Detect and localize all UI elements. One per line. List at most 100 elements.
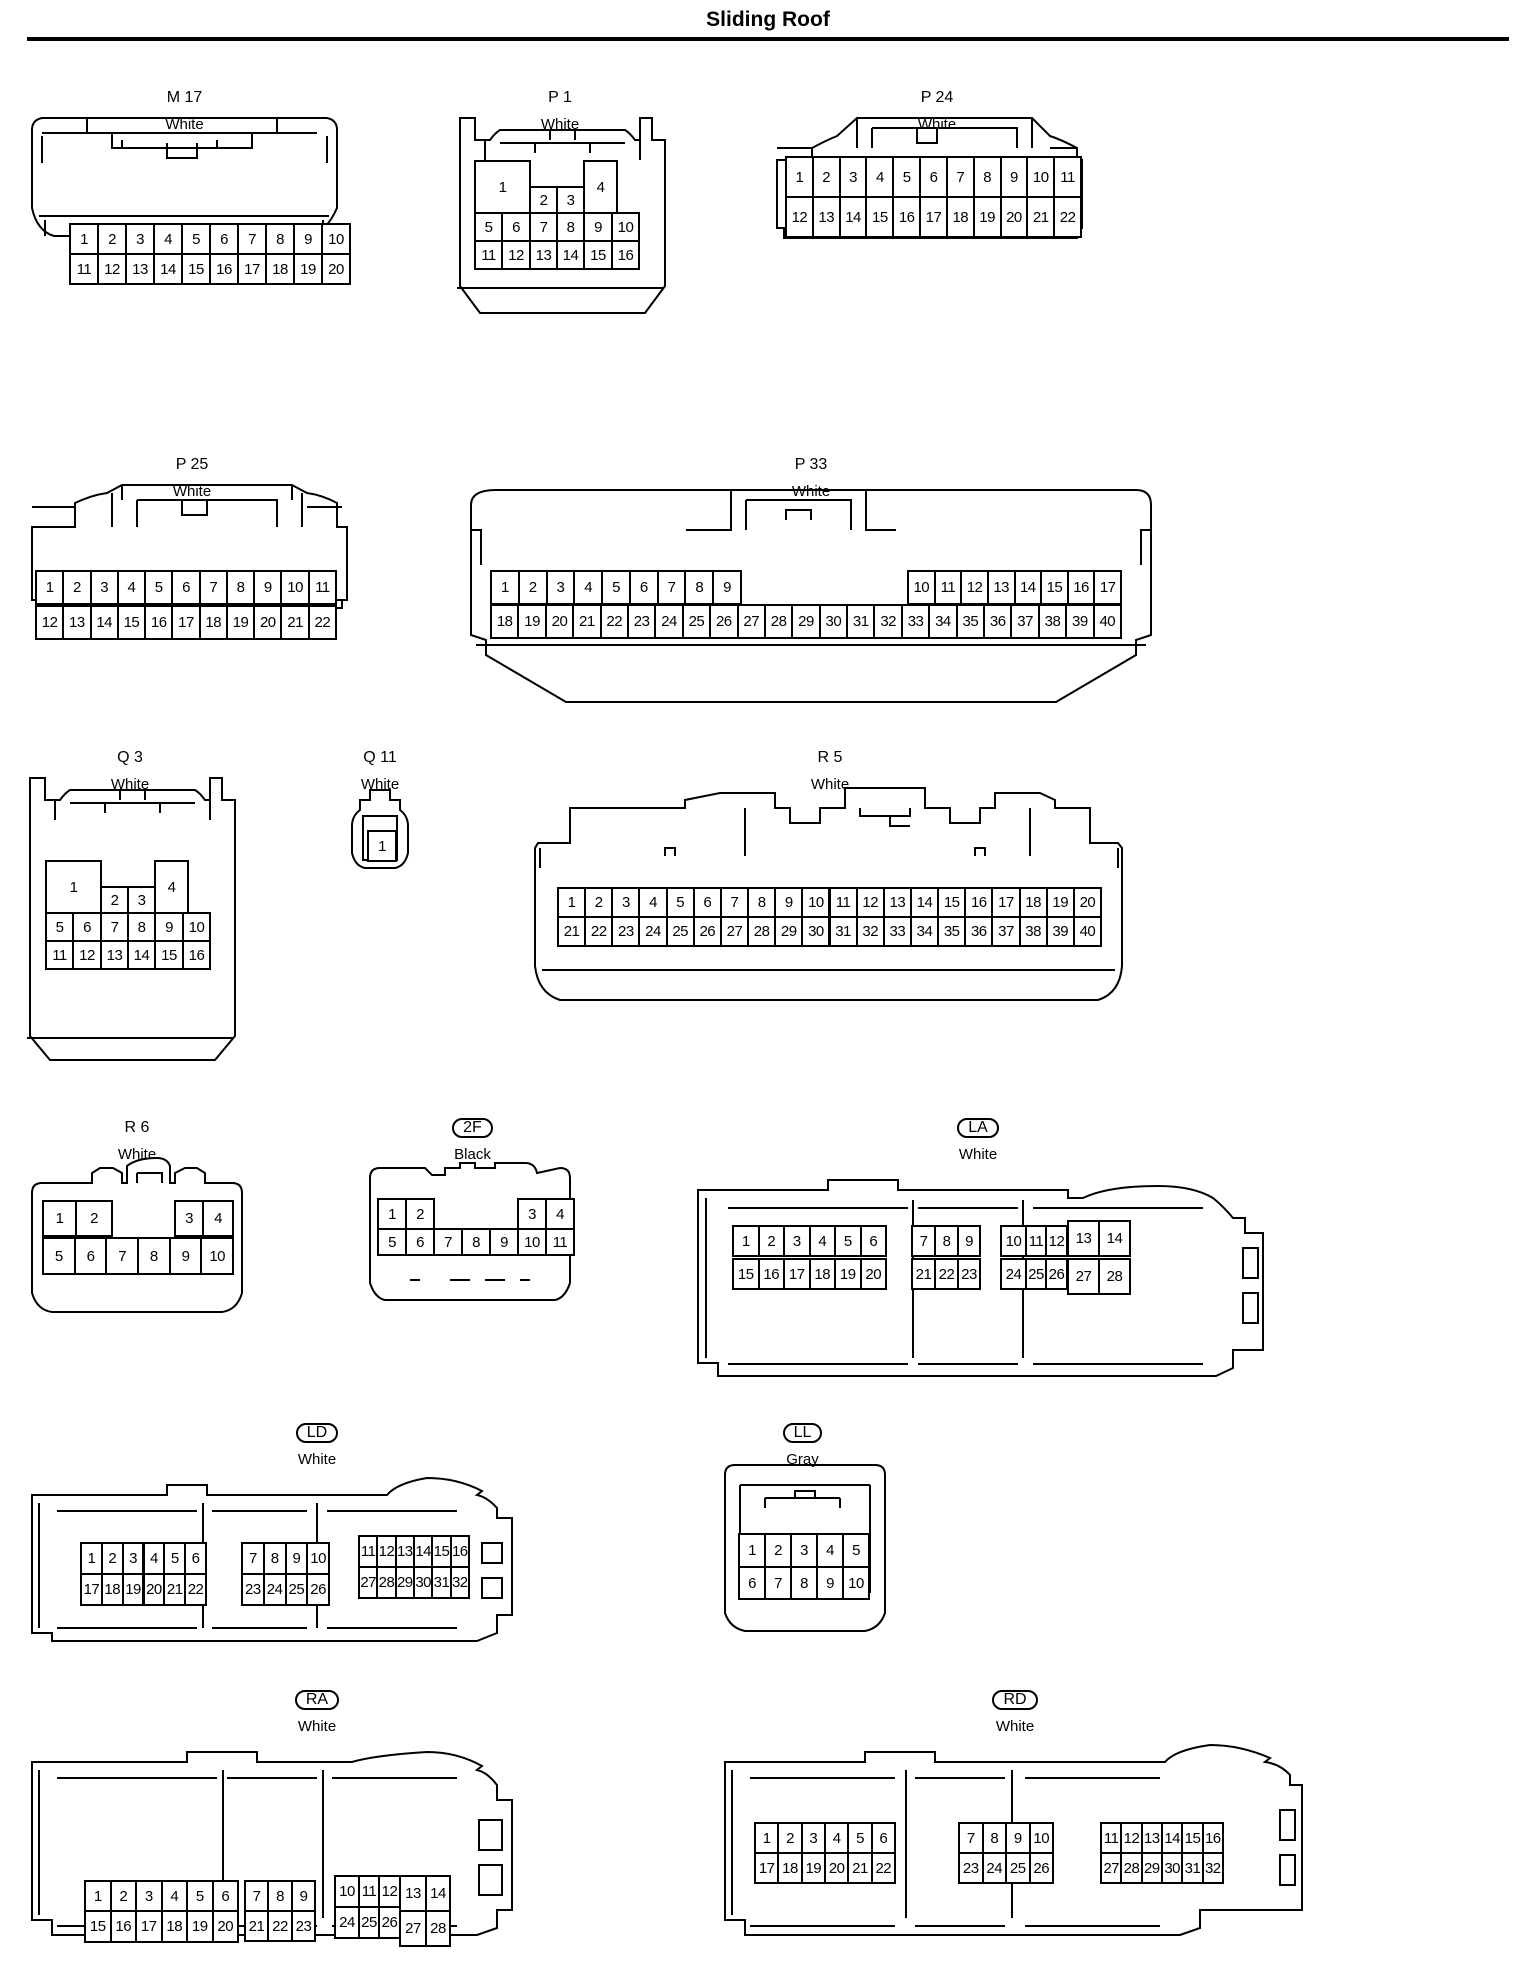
pin-36: 36	[983, 604, 1013, 639]
connector-id-oval: RA	[294, 1690, 340, 1710]
pin-11: 11	[307, 570, 337, 605]
pin-7: 7	[244, 1880, 269, 1912]
pin-23: 23	[957, 1258, 981, 1290]
pin-4: 4	[545, 1198, 575, 1230]
pin-5: 5	[181, 223, 211, 255]
pin-12: 12	[376, 1535, 397, 1568]
pin-2: 2	[811, 156, 841, 198]
pin-7: 7	[719, 887, 750, 918]
pin-30: 30	[413, 1566, 434, 1599]
pin-13: 13	[394, 1535, 415, 1568]
pin-1: 1	[42, 1200, 77, 1237]
pin-9: 9	[999, 156, 1029, 198]
pin-4: 4	[816, 1533, 844, 1568]
pin-5: 5	[842, 1533, 870, 1568]
pin-22: 22	[599, 604, 629, 639]
pin-8: 8	[790, 1566, 818, 1600]
pin-2: 2	[777, 1822, 803, 1854]
pin-7: 7	[433, 1228, 463, 1256]
pin-17: 17	[783, 1258, 811, 1290]
pin-3: 3	[125, 223, 155, 255]
pin-16: 16	[1066, 570, 1096, 605]
pin-21: 21	[572, 604, 602, 639]
pin-15: 15	[583, 240, 613, 270]
pin-18: 18	[100, 1573, 124, 1606]
pin-25: 25	[284, 1573, 309, 1606]
pin-11: 11	[45, 940, 74, 970]
connector-id: Q 3	[117, 749, 143, 766]
pin-1: 1	[754, 1822, 780, 1854]
pin-9: 9	[1005, 1822, 1031, 1854]
pin-16: 16	[892, 196, 922, 238]
pin-6: 6	[184, 1542, 207, 1575]
pin-28: 28	[1098, 1258, 1131, 1295]
pin-8: 8	[981, 1822, 1007, 1854]
page-title: Sliding Roof	[706, 8, 830, 31]
pin-23: 23	[626, 604, 657, 639]
pin-9: 9	[154, 912, 184, 942]
pin-2: 2	[764, 1533, 792, 1568]
pin-14: 14	[838, 196, 868, 238]
pin-21: 21	[1026, 196, 1056, 238]
pin-32: 32	[1201, 1852, 1224, 1884]
pin-21: 21	[244, 1910, 269, 1942]
connector-id-oval: LA	[957, 1118, 999, 1138]
pin-18: 18	[160, 1910, 188, 1943]
pin-19: 19	[834, 1258, 862, 1290]
connector-id-oval: LL	[782, 1423, 823, 1443]
pin-15: 15	[116, 605, 147, 640]
pin-3: 3	[121, 1542, 145, 1575]
pin-10: 10	[306, 1542, 330, 1575]
pin-18: 18	[265, 253, 295, 285]
pin-11: 11	[933, 570, 963, 605]
pin-5: 5	[847, 1822, 873, 1854]
pin-24: 24	[262, 1573, 287, 1606]
pin-17: 17	[919, 196, 948, 238]
pin-14: 14	[425, 1875, 451, 1912]
pin-16: 16	[611, 240, 640, 270]
pin-12: 12	[855, 887, 885, 918]
connector-housing	[365, 1118, 580, 1318]
pin-2: 2	[100, 1542, 124, 1575]
pin-11: 11	[358, 1535, 379, 1568]
pin-17: 17	[991, 887, 1021, 918]
pin-11: 11	[1025, 1225, 1047, 1257]
pin-4: 4	[573, 570, 604, 605]
connector-housing	[335, 748, 425, 908]
pin-23: 23	[958, 1852, 984, 1884]
pin-11: 11	[69, 253, 99, 285]
pin-1: 1	[738, 1533, 766, 1568]
pin-25: 25	[358, 1906, 380, 1939]
pin-4: 4	[583, 160, 618, 214]
pin-28: 28	[376, 1566, 397, 1599]
pin-7: 7	[911, 1225, 936, 1257]
pin-37: 37	[991, 916, 1021, 947]
pin-8: 8	[972, 156, 1002, 198]
pin-24: 24	[981, 1852, 1007, 1884]
pin-40: 40	[1092, 604, 1122, 639]
pin-8: 8	[225, 570, 256, 605]
pin-13: 13	[125, 253, 155, 285]
pin-7: 7	[656, 570, 687, 605]
pin-21: 21	[280, 605, 310, 640]
pin-15: 15	[1040, 570, 1069, 605]
pin-19: 19	[517, 604, 547, 639]
connector-color: White	[297, 1718, 337, 1735]
pin-14: 14	[89, 605, 119, 640]
pin-13: 13	[399, 1875, 427, 1912]
pin-12: 12	[378, 1875, 401, 1908]
pin-13: 13	[529, 240, 558, 270]
pin-5: 5	[42, 1237, 76, 1275]
pin-11: 11	[1053, 156, 1082, 198]
pin-16: 16	[757, 1258, 785, 1290]
pin-15: 15	[1181, 1822, 1204, 1854]
pin-31: 31	[846, 604, 876, 639]
pin-27: 27	[358, 1566, 379, 1599]
